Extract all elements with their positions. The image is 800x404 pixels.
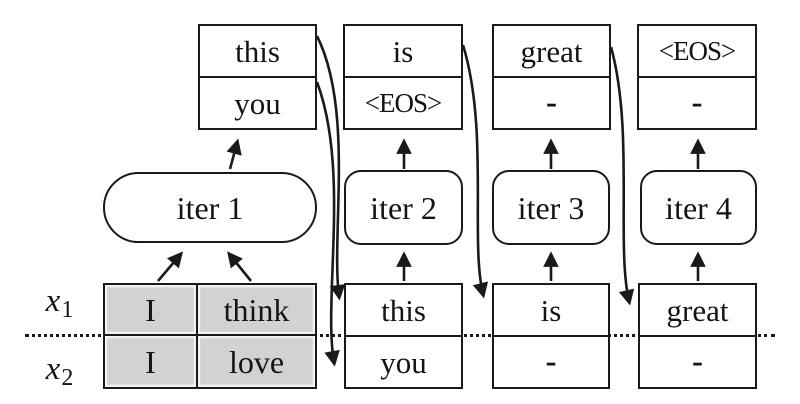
output-word-x1-iter4: <EOS>: [639, 26, 755, 78]
row-label-x1-var: x: [45, 282, 61, 319]
iter3-label: iter 3: [517, 189, 585, 226]
feedback-this-arrow: [315, 35, 346, 301]
iter4-node: iter 4: [640, 170, 757, 245]
input-box-iter4: great -: [638, 283, 757, 389]
output-word-x1-iter3: great: [494, 26, 609, 78]
output-box-iter1: this you: [198, 24, 317, 130]
input-box-iter3: is -: [492, 283, 610, 389]
row-label-x2-sub: 2: [61, 365, 74, 391]
output-word-x1-iter1: this: [200, 26, 315, 78]
input-cell-x1-word2: think: [198, 285, 315, 336]
output-word-x2-iter2: <EOS>: [364, 87, 442, 118]
output-word-x1-iter2: is: [345, 26, 461, 78]
input-I-to-iter1-arrow: [157, 251, 184, 282]
input-cell-x2-word2: love: [198, 336, 315, 387]
iter1-label: iter 1: [176, 189, 244, 226]
iter1-to-output-arrow: [226, 138, 242, 170]
output-box-iter2: is <EOS>: [343, 24, 463, 130]
input-think-to-iter1-arrow: [227, 251, 253, 282]
iter1-node: iter 1: [103, 172, 317, 243]
initial-input-table: I think I love: [103, 283, 317, 389]
iter2-label: iter 2: [370, 189, 437, 226]
input-cell-x2-word1: I: [105, 336, 198, 387]
output-word-x2-iter4: -: [691, 84, 703, 121]
row-label-x2-var: x: [45, 350, 61, 387]
input-word-x1-iter4: great: [640, 285, 755, 337]
input-box-iter2: this you: [344, 283, 463, 389]
output-word-x2-iter3: -: [546, 84, 557, 121]
iter2-node: iter 2: [344, 170, 463, 245]
input-word-x2-iter2: you: [380, 344, 427, 380]
input-word-x1-iter3: is: [494, 285, 608, 337]
row-label-x1-sub: 1: [61, 297, 74, 323]
iter3-node: iter 3: [492, 170, 610, 245]
input-word-x2-iter4: -: [692, 343, 703, 380]
output-box-iter4: <EOS> -: [637, 24, 757, 130]
feedback-you-arrow: [315, 81, 340, 367]
input-word-x2-iter3: -: [545, 343, 557, 380]
input-cell-x1-word1: I: [105, 285, 198, 336]
iter4-label: iter 4: [665, 189, 732, 226]
feedback-great-arrow: [609, 46, 635, 306]
input-word-x1-iter2: this: [346, 285, 461, 337]
feedback-is-arrow: [461, 44, 489, 299]
output-word-x2-iter1: you: [234, 85, 281, 121]
output-box-iter3: great -: [492, 24, 611, 130]
